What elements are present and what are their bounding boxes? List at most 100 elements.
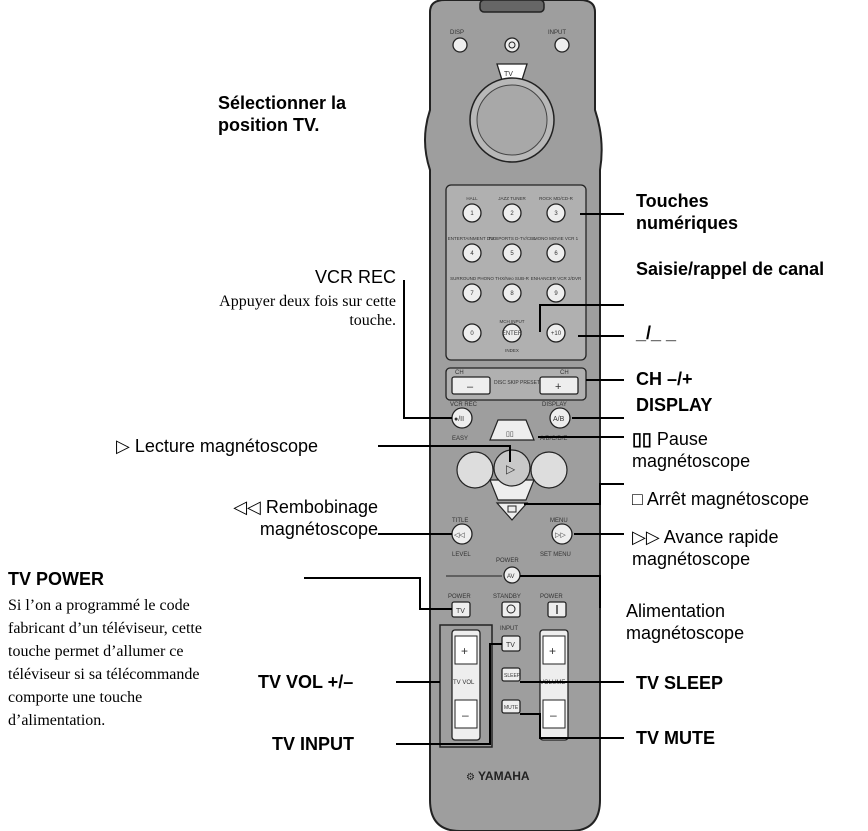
stop-symbol: □ [632,489,643,509]
disp-label: DISP [450,30,464,36]
power-main-label: POWER [540,594,563,600]
leader-lines [304,213,624,745]
numeric-key-label: 2 [510,211,514,217]
label-tv-power-desc: Si l’on a programmé le code fabricant d’… [8,597,202,729]
numeric-key-caption: JAZZ TUNER [498,196,526,201]
numeric-key[interactable] [462,203,482,223]
ch-label-left: CH [455,370,464,376]
numeric-key[interactable] [502,203,522,223]
numeric-key-caption: MONO MOVIE VCR 1 [534,236,579,241]
label-avance: ▷▷ Avance rapide magnétoscope [632,527,779,569]
label-tv-vol: TV VOL +/– [258,672,354,692]
svg-text:+: + [461,644,468,658]
numeric-key[interactable] [502,283,522,303]
numeric-key[interactable] [546,283,566,303]
index-label: INDEX [505,348,519,353]
numeric-key[interactable] [546,243,566,263]
numeric-key[interactable] [546,323,566,343]
numeric-key-caption: ENHANCER VCR 2/DVR [531,276,582,281]
input-top-key[interactable] [554,37,570,53]
numeric-key[interactable] [462,243,482,263]
numeric-key[interactable] [462,283,482,303]
label-saisie: Saisie/rappel de canal [636,259,825,279]
vcr-power-label: POWER [496,558,519,564]
numeric-key-caption: HALL [466,196,478,201]
pause-key-symbol: ▯▯ [506,431,514,438]
tv-mute-key[interactable] [501,699,521,714]
svg-text:–: – [462,708,469,722]
numeric-key-label: 3 [554,211,558,217]
sleep-key-label: SLEEP [504,673,521,679]
rewind-symbol: ◁◁ [233,497,261,517]
numeric-key-label: 0 [470,331,474,337]
numeric-key[interactable] [462,323,482,343]
tv-vol-key-label: TV VOL [453,680,475,686]
numeric-key-label: 8 [510,291,514,297]
label-rembobinage: ◁◁ Rembobinage magnétoscope [233,497,378,539]
numeric-key-label: 1 [470,211,474,217]
label-pause: ▯▯ Pause magnétoscope [632,429,751,471]
numeric-panel [445,184,587,361]
disp-key[interactable] [452,37,468,53]
vcr-rec-symbol: ●/II [454,416,464,423]
standby-label: STANDBY [493,594,521,600]
label-ch: CH –/+ [636,369,693,389]
label-alimentation: Alimentation magnétoscope [626,601,745,643]
display-key[interactable] [549,407,571,429]
tv-power-small-label: POWER [448,594,471,600]
label-select-tv: Sélectionner la position TV. [218,93,347,135]
numeric-key[interactable] [502,243,522,263]
ch-label-right: CH [560,370,569,376]
tv-power-key-label: TV [456,608,465,615]
label-tv-input: TV INPUT [272,734,355,754]
play-key-symbol: ▷ [506,462,516,476]
label-tv-power: TV POWER [8,569,105,589]
numeric-key-label: ENTER [502,331,523,337]
forward-symbol: ▷▷ [632,527,660,547]
forward-dpad[interactable] [530,451,568,489]
label-vcr-rec: VCR REC [314,267,396,287]
mute-key-label: MUTE [504,705,519,711]
ch-minus-key[interactable] [451,376,491,395]
forward-key[interactable] [551,523,573,545]
numeric-key-caption: TV SPORTS D-TV/CBL [488,236,536,241]
numeric-key[interactable] [502,323,522,343]
vcr-rec-key-label: VCR REC [450,402,478,408]
standby-key[interactable] [501,601,521,618]
ch-plus-label: + [555,381,561,393]
mch-input-label: MCH INPUT [500,319,525,324]
label-arret: □ Arrêt magnétoscope [632,489,809,509]
disc-skip-label: DISC SKIP PRESET [494,380,540,386]
remote-control: DISP INPUT TV 1 HALL 2 JAZZ TUNER 3 ROCK MD/C… [424,0,603,831]
ch-minus-label: – [467,381,474,393]
pause-key[interactable] [489,419,535,441]
ab-label: A/B [553,416,565,423]
numeric-key[interactable] [546,203,566,223]
svg-text:–: – [550,708,557,722]
label-vcr-rec-desc: Appuyer deux fois sur cette touche. [219,293,396,329]
easy-label: EASY [452,436,468,442]
set-menu-label: SET MENU [540,552,571,558]
title-label: TITLE [452,518,468,524]
tv-sleep-key[interactable] [501,667,521,682]
label-display: DISPLAY [636,395,713,415]
numeric-key-caption: ROCK MD/CD-R [539,196,573,201]
display-key-label: DISPLAY [542,402,567,408]
rewind-dpad[interactable] [456,451,494,489]
pause-symbol: ▯▯ [632,429,652,449]
label-touches: Touches numériques [636,191,739,233]
play-symbol: ▷ [116,436,130,456]
play-key[interactable] [493,449,531,487]
numeric-key-caption: SURROUND PHONO [450,276,494,281]
label-lecture: ▷ Lecture magnétoscope [116,436,318,456]
input-top-label: INPUT [548,30,566,36]
forward-key-symbol: ▷▷ [555,532,566,539]
numeric-key-label: +10 [551,331,562,337]
abc-label: A/B/C/D/E [540,436,567,442]
rewind-key-symbol: ◁◁ [454,532,465,539]
label-tv-mute: TV MUTE [636,728,715,748]
ch-plus-key[interactable] [539,376,579,395]
tv-selector-label: TV [504,71,513,78]
numeric-key-label: 4 [470,251,474,257]
